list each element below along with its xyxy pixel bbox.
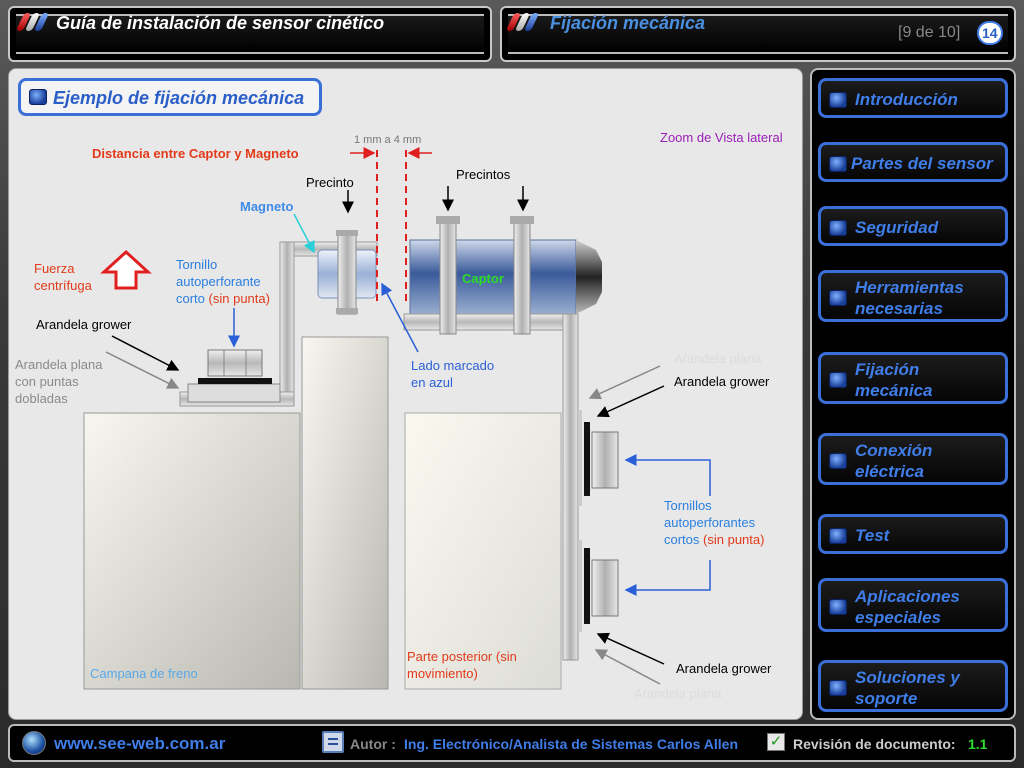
- nav-label-2: mecánica: [855, 381, 933, 400]
- nav-label: Seguridad: [855, 218, 939, 237]
- nav-item-conexion[interactable]: Conexión eléctrica: [818, 433, 1008, 485]
- label-tornillo-corto: corto: [176, 291, 205, 306]
- label-fuerza-2: centrífuga: [34, 278, 92, 293]
- footer: [8, 724, 1016, 762]
- label-distancia: Distancia entre Captor y Magneto: [92, 146, 299, 161]
- label-precinto: Precinto: [306, 175, 354, 190]
- label-precintos: Precintos: [456, 167, 511, 182]
- revision-value: 1.1: [968, 736, 988, 752]
- nav-label: Introducción: [855, 90, 958, 109]
- nav-label: Fijación: [855, 360, 920, 379]
- label-arandela-grower-bottom: Arandela grower: [676, 661, 772, 676]
- bullet-icon: [829, 372, 847, 388]
- globe-icon: [22, 731, 46, 755]
- nav-item-soluciones[interactable]: Soluciones y soporte: [818, 660, 1008, 712]
- bullet-icon: [829, 528, 847, 544]
- label-parte-1: Parte posterior (sin: [407, 649, 517, 664]
- label-parte-2: movimiento): [407, 666, 478, 681]
- label-arandela-grower-left: Arandela grower: [36, 317, 132, 332]
- bullet-icon: [829, 290, 847, 306]
- label-arandela-plana-top: Arandela plana: [674, 351, 762, 366]
- nav-item-seguridad[interactable]: Seguridad: [818, 206, 1008, 246]
- nav-item-aplicaciones[interactable]: Aplicaciones especiales: [818, 578, 1008, 632]
- revision-label: Revisión de documento:: [793, 736, 956, 752]
- label-lado-2: en azul: [411, 375, 453, 390]
- bullet-icon: [829, 92, 847, 108]
- page-indicator: [9 de 10]: [898, 24, 961, 41]
- nav-item-partes-del-sensor[interactable]: Partes del sensor: [818, 142, 1008, 182]
- nav-label-2: soporte: [855, 689, 918, 708]
- nav-item-introduccion[interactable]: Introducción: [818, 78, 1008, 118]
- website-link[interactable]: www.see-web.com.ar: [54, 734, 226, 753]
- nav-label-2: especiales: [855, 608, 942, 627]
- nav-item-fijacion[interactable]: Fijación mecánica: [818, 352, 1008, 404]
- bullet-icon: [829, 156, 847, 172]
- slide-number-badge: 14: [977, 21, 1003, 45]
- nav-label: Conexión: [855, 441, 933, 460]
- nav-label: Aplicaciones: [855, 587, 960, 606]
- nav-label-2: eléctrica: [855, 462, 924, 481]
- label-campana: Campana de freno: [90, 666, 198, 681]
- nav-item-test[interactable]: Test: [818, 514, 1008, 554]
- slide-number: 14: [982, 25, 998, 41]
- label-lado-1: Lado marcado: [411, 358, 495, 373]
- label-arandela-plana-3: dobladas: [15, 391, 68, 406]
- checkmark-icon: ✓: [767, 733, 785, 751]
- label-tornillos-3: cortos (sin punta): [664, 531, 764, 548]
- label-tornillo-sin-punta: (sin punta): [208, 291, 270, 306]
- mounting-diagram: [83, 147, 711, 690]
- label-arandela-plana-1: Arandela plana: [15, 357, 103, 372]
- document-icon: [322, 731, 344, 753]
- label-arandela-plana-bottom: Arandela plana: [634, 686, 722, 701]
- header-right: [500, 6, 1016, 62]
- bullet-icon: [829, 680, 847, 696]
- nav-label: Herramientas: [855, 278, 964, 297]
- label-arandela-grower-top: Arandela grower: [674, 374, 770, 389]
- label-arandela-plana-2: con puntas: [15, 374, 79, 389]
- label-tornillo-3: corto (sin punta): [176, 290, 270, 307]
- label-tornillos-sin-punta: (sin punta): [703, 532, 765, 547]
- label-fuerza-1: Fuerza: [34, 261, 75, 276]
- nav-label-2: necesarias: [855, 299, 943, 318]
- label-gap: 1 mm a 4 mm: [354, 134, 422, 146]
- nav-item-herramientas[interactable]: Herramientas necesarias: [818, 270, 1008, 322]
- author-value: Ing. Electrónico/Analista de Sistemas Ca…: [404, 736, 739, 752]
- label-tornillo-1: Tornillo: [176, 257, 218, 272]
- label-tornillos-2: autoperforantes: [664, 515, 756, 530]
- author-label: Autor :: [350, 736, 396, 752]
- label-tornillos-cortos: cortos: [664, 532, 700, 547]
- nav-label: Partes del sensor: [851, 154, 993, 173]
- app-title: Guía de instalación de sensor cinético: [56, 13, 385, 33]
- bullet-icon: [829, 599, 847, 615]
- content-title: Ejemplo de fijación mecánica: [53, 88, 305, 108]
- label-tornillos-1: Tornillos: [664, 498, 712, 513]
- label-magneto: Magneto: [240, 199, 294, 214]
- bullet-icon: [29, 89, 47, 105]
- label-zoom: Zoom de Vista lateral: [660, 130, 783, 145]
- bullet-icon: [829, 220, 847, 236]
- content-title-box: Ejemplo de fijación mecánica: [18, 78, 322, 116]
- header-left: [8, 6, 492, 62]
- label-captor: Captor: [462, 271, 504, 286]
- bullet-icon: [829, 453, 847, 469]
- nav-label: Soluciones y: [855, 668, 960, 687]
- section-title: Fijación mecánica: [550, 13, 706, 33]
- nav-label: Test: [855, 526, 890, 545]
- label-tornillo-2: autoperforante: [176, 274, 261, 289]
